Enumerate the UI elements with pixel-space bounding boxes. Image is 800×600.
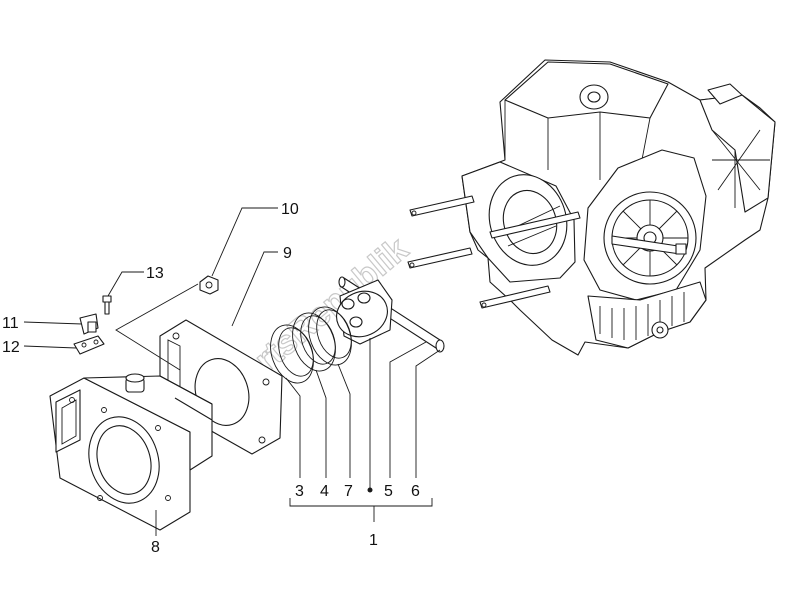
- cylinder-studs: [407, 195, 581, 309]
- callout-3: 3: [295, 483, 304, 500]
- callout-11: 11: [2, 315, 19, 332]
- piston-marker-dot: [367, 487, 373, 493]
- leader-lines: [23, 207, 441, 536]
- callout-4: 4: [320, 483, 329, 500]
- piston-rings: [270, 306, 352, 384]
- engine-crankcase: [407, 59, 776, 356]
- callout-labels: 10 9 13 11 12 3 4 7 5 6 1 8: [2, 201, 420, 556]
- callout-7: 7: [344, 483, 353, 500]
- callout-8: 8: [151, 539, 160, 556]
- clamp-plate: [73, 335, 105, 355]
- callout-1: 1: [369, 532, 378, 549]
- cap-nut: [199, 275, 219, 295]
- cylinder-block: [49, 373, 213, 531]
- callout-12: 12: [2, 339, 20, 356]
- callout-9: 9: [283, 245, 292, 262]
- piston: [336, 279, 393, 345]
- callout-13: 13: [146, 265, 164, 282]
- callout-6: 6: [411, 483, 420, 500]
- callout-10: 10: [281, 201, 299, 218]
- callout-5: 5: [384, 483, 393, 500]
- hex-screw: [102, 295, 112, 315]
- sensor-bracket: [79, 313, 99, 335]
